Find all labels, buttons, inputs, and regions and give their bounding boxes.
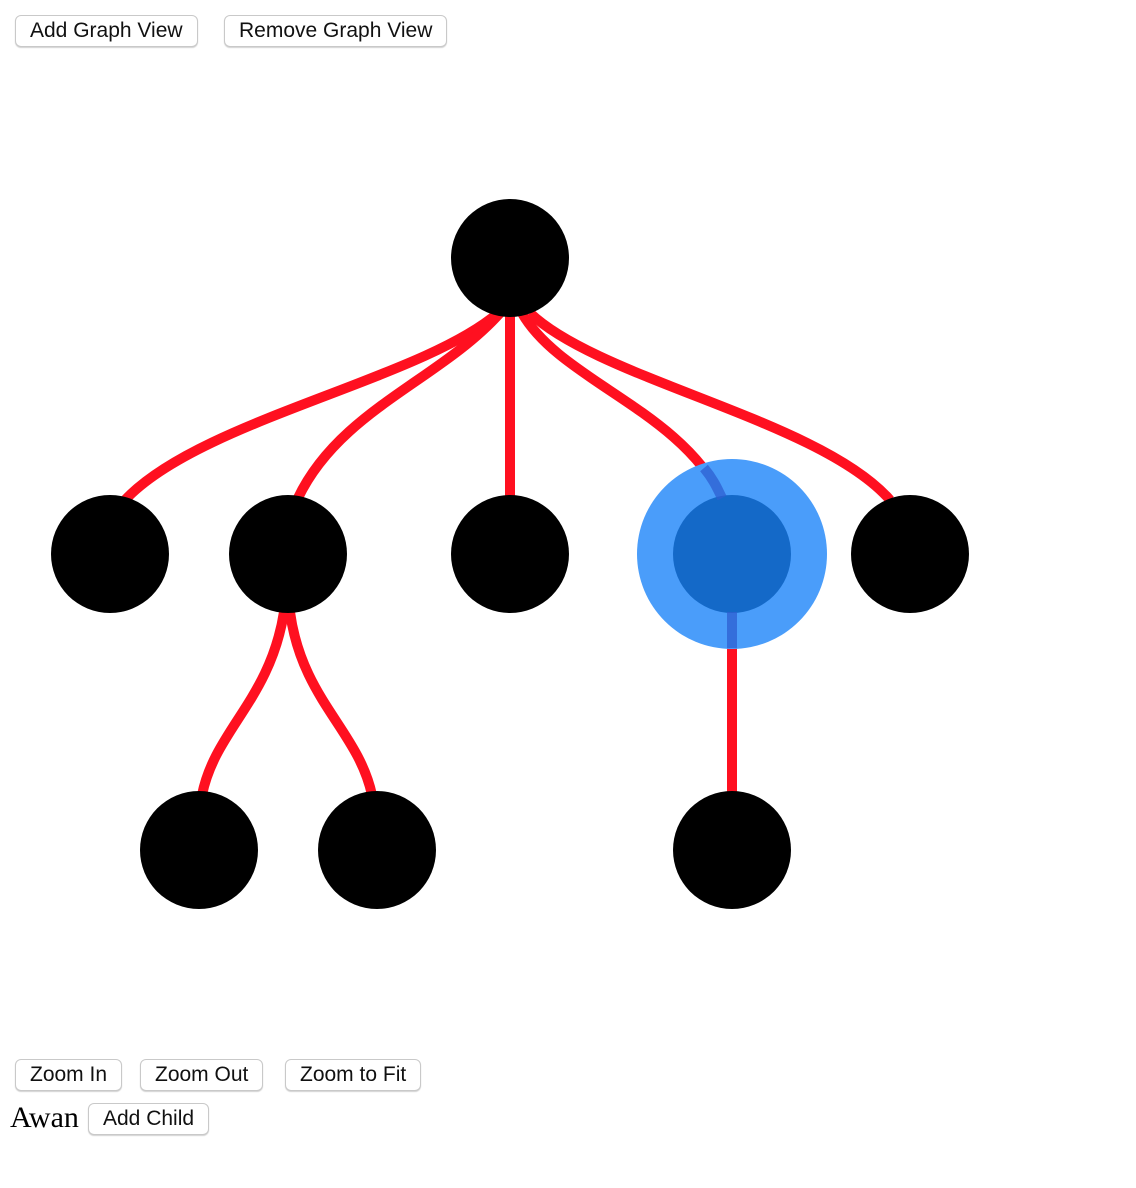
zoom-in-button[interactable]: Zoom In: [15, 1059, 123, 1091]
edge-child-2-grandchild-1: [197, 611, 289, 797]
node-grandchild-3[interactable]: [673, 791, 791, 909]
node-child-2[interactable]: [229, 495, 347, 613]
zoom-to-fit-button[interactable]: Zoom to Fit: [285, 1059, 422, 1091]
node-child-3[interactable]: [451, 495, 569, 613]
node-grandchild-1[interactable]: [140, 791, 258, 909]
zoom-out-button[interactable]: Zoom Out: [140, 1059, 264, 1091]
node-child-1[interactable]: [51, 495, 169, 613]
selected-node-name: Awan: [10, 1101, 79, 1134]
remove-graph-view-button[interactable]: Remove Graph View: [224, 15, 448, 47]
edge-root-child-2: [293, 309, 504, 501]
node-child-4-selected[interactable]: [673, 495, 791, 613]
node-grandchild-2[interactable]: [318, 791, 436, 909]
node-root[interactable]: [451, 199, 569, 317]
graph-view[interactable]: [0, 60, 1136, 1050]
add-graph-view-button[interactable]: Add Graph View: [15, 15, 198, 47]
edge-child-2-grandchild-2: [285, 611, 377, 797]
add-child-button[interactable]: Add Child: [88, 1103, 210, 1135]
nodes-layer: [51, 199, 969, 909]
edge-root-child-1: [121, 309, 502, 504]
edge-overlay-on-selection: [700, 464, 737, 648]
edges-layer: [121, 309, 894, 797]
node-child-5[interactable]: [851, 495, 969, 613]
edge-root-child-5: [526, 309, 894, 504]
